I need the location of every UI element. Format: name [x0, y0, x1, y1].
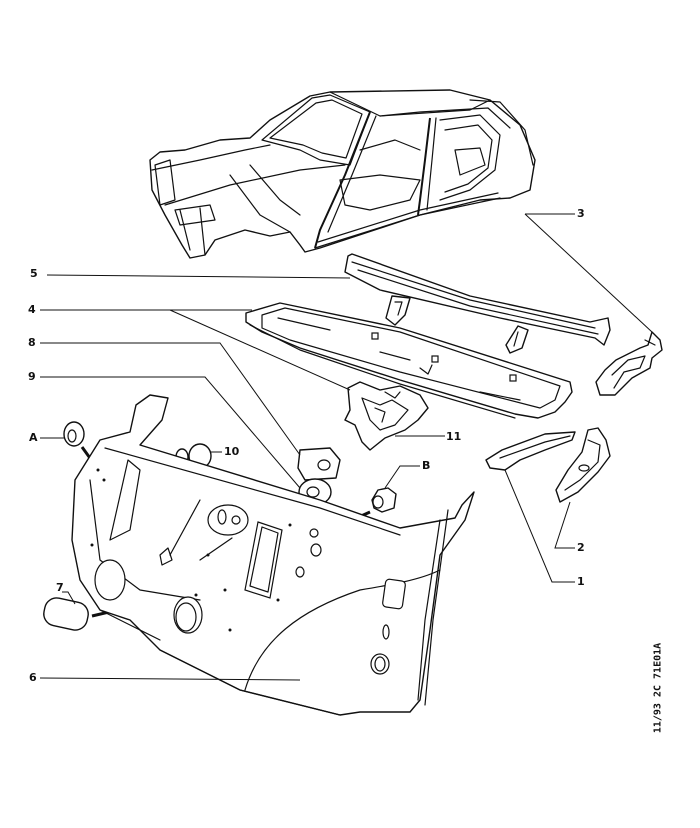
leader-4-branch — [169, 309, 351, 391]
leader-2 — [554, 501, 575, 549]
corner-bracket — [555, 427, 611, 503]
leader-8b — [384, 465, 420, 489]
callout-1: 1 — [577, 575, 585, 588]
callout-9: 9 — [28, 370, 36, 383]
leader-9 — [40, 376, 301, 489]
callout-11: 11 — [446, 430, 462, 443]
bulkhead-panel — [71, 394, 475, 716]
callout-5: 5 — [30, 267, 38, 280]
leader-8a — [40, 342, 301, 456]
leader-5 — [46, 274, 351, 279]
callout-6: 6 — [29, 671, 37, 684]
callout-7: 7 — [56, 581, 64, 594]
callout-4: 4 — [28, 303, 36, 316]
leader-lines — [39, 213, 653, 681]
scuttle-tray — [245, 302, 573, 419]
leader-7 — [62, 591, 76, 605]
side-bracket-right — [595, 331, 663, 396]
car-body-shell — [149, 89, 536, 259]
center-bracket — [344, 381, 429, 451]
leader-6 — [39, 677, 301, 681]
callout-A: A — [29, 431, 38, 444]
grommet-large — [297, 447, 341, 481]
leader-3-branch — [524, 213, 653, 333]
callout-10: 10 — [224, 445, 240, 458]
upper-scuttle-crossmember — [344, 253, 611, 354]
callout-B: B — [422, 459, 431, 472]
reference-code-text: 11/93 2C 71E01A — [652, 642, 664, 734]
reinforcement-plate — [485, 431, 576, 471]
reference-code: 11/93 2C 71E01A — [648, 633, 668, 743]
leader-1 — [504, 469, 575, 583]
callout-2: 2 — [577, 541, 585, 554]
callout-3: 3 — [577, 207, 585, 220]
callout-8-left: 8 — [28, 336, 36, 349]
